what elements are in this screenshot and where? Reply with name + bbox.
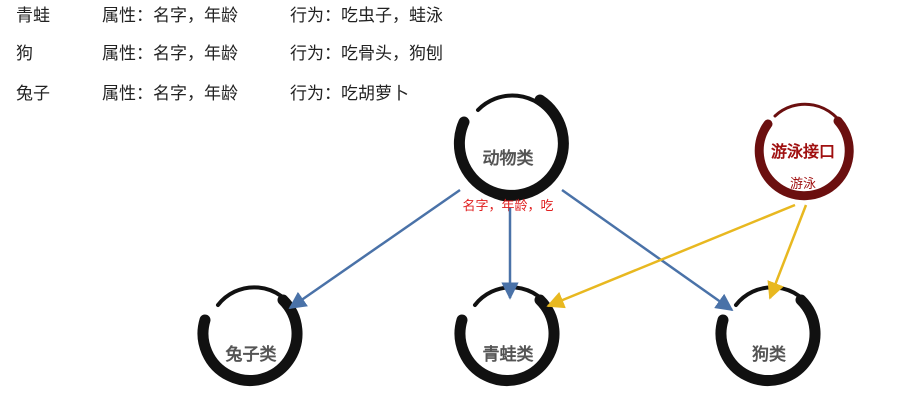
implement-arrow-dog: [767, 204, 808, 300]
inherit-arrow-dog: [561, 188, 734, 312]
frog-brush-circle: [454, 285, 560, 386]
row-name: 青蛙: [16, 6, 50, 26]
row-name: 狗: [16, 44, 33, 64]
row-behavior: 行为：吃虫子，蛙泳: [290, 6, 443, 26]
dog-class-node: 狗类: [715, 285, 821, 386]
row-attributes: 属性：名字，年龄: [102, 84, 238, 104]
animal-brush-circle: [453, 93, 569, 202]
animal-class-node: 动物类 名字，年龄，吃: [453, 93, 569, 214]
dog-class-label: 狗类: [752, 344, 787, 365]
interface-brush-circle: [754, 102, 854, 201]
dog-brush-circle: [715, 285, 821, 386]
rabbit-brush-circle: [197, 285, 303, 386]
interface-title: 游泳接口: [771, 142, 835, 161]
row-attributes: 属性：名字，年龄: [102, 44, 238, 64]
inherit-arrow-rabbit: [288, 188, 461, 310]
animal-class-members: 名字，年龄，吃: [462, 198, 553, 214]
row-name: 兔子: [16, 84, 50, 104]
rabbit-class-label: 兔子类: [225, 344, 278, 365]
animal-class-label: 动物类: [483, 148, 535, 169]
row-attributes: 属性：名字，年龄: [102, 6, 238, 26]
frog-class-node: 青蛙类: [454, 285, 560, 386]
swim-interface-node: 游泳接口 游泳: [754, 102, 854, 201]
interface-method: 游泳: [790, 177, 816, 192]
row-behavior: 行为：吃胡萝卜: [290, 84, 409, 104]
row-behavior: 行为：吃骨头，狗刨: [290, 44, 443, 64]
rabbit-class-node: 兔子类: [197, 285, 303, 386]
implement-arrow-frog: [546, 203, 796, 309]
frog-class-label: 青蛙类: [483, 344, 535, 365]
